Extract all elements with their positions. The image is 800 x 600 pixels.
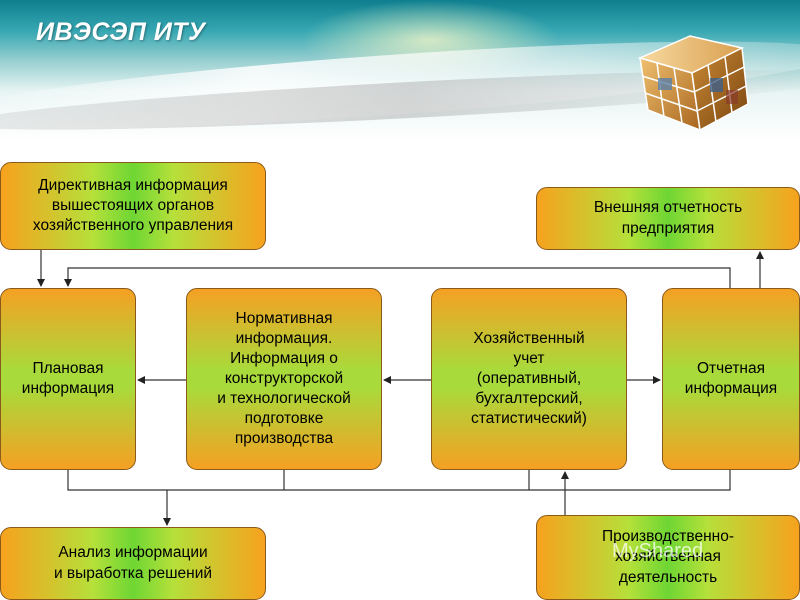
economic-accounting-box: Хозяйственный учет (оперативный, бухгалт… (431, 288, 627, 470)
normative-info-label: Нормативная информация. Информация о кон… (217, 309, 351, 448)
directive-info-label: Директивная информация вышестоящих орган… (32, 176, 234, 235)
slide-title: ИВЭСЭП ИТУ (36, 18, 206, 46)
economic-accounting-label: Хозяйственный учет (оперативный, бухгалт… (471, 329, 587, 428)
production-activity-label: Производственно- хозяйственная деятельно… (602, 528, 734, 586)
cube-logo-icon (637, 35, 749, 132)
external-reporting-label: Внешняя отчетность предприятия (593, 199, 743, 237)
watermark: MyShared (612, 540, 704, 562)
production-activity-box: Производственно- хозяйственная деятельно… (536, 515, 800, 600)
arrow-reporting-to-planned (64, 267, 731, 288)
bottom-collector-line (67, 470, 731, 491)
analysis-label: Анализ информации и выработка решений (53, 544, 213, 582)
analysis-box: Анализ информации и выработка решений (0, 527, 266, 600)
planned-info-box: Плановая информация (0, 288, 136, 470)
external-reporting-box: Внешняя отчетность предприятия (536, 187, 800, 250)
directive-info-box: Директивная информация вышестоящих орган… (0, 162, 266, 250)
reporting-info-box: Отчетная информация (662, 288, 800, 470)
normative-info-box: Нормативная информация. Информация о кон… (186, 288, 382, 470)
planned-info-label: Плановая информация (21, 359, 115, 397)
reporting-info-label: Отчетная информация (684, 359, 778, 397)
